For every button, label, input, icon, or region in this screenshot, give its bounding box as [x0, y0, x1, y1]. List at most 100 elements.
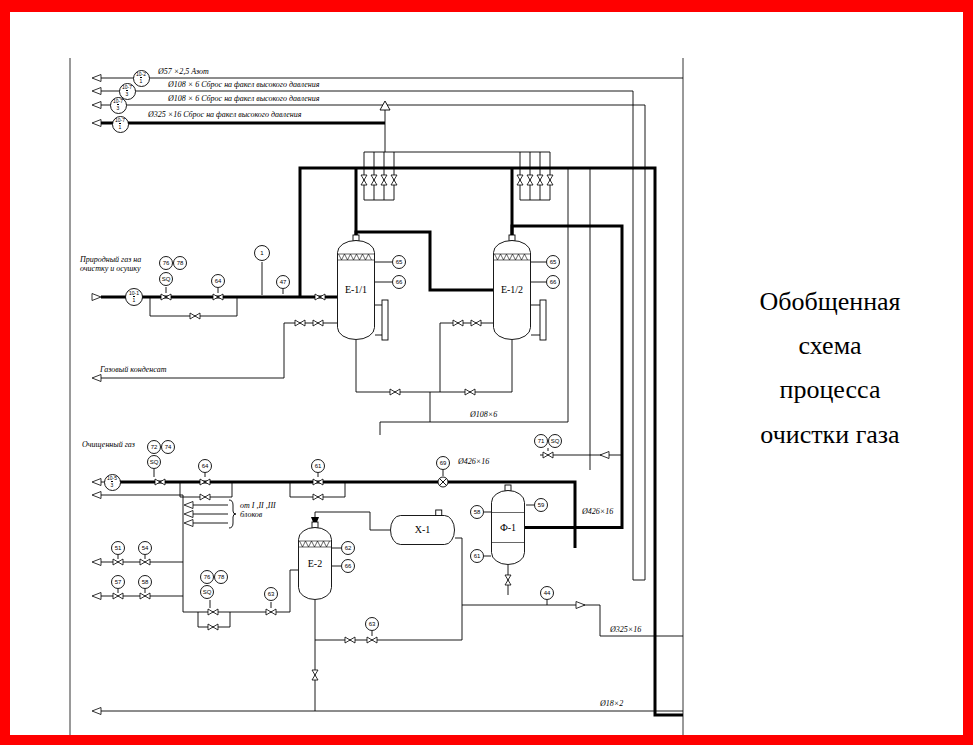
pipe-connector — [356, 232, 493, 290]
valve-symbol — [345, 637, 355, 643]
pipe-line — [154, 469, 443, 477]
valve-symbol — [313, 494, 323, 500]
node-outline — [139, 576, 152, 589]
node-outline — [110, 97, 126, 113]
node-outline — [112, 116, 128, 132]
valve-symbol — [208, 624, 218, 630]
valve-symbol — [140, 593, 150, 599]
callout-number: 63 — [369, 621, 376, 627]
node-outline — [112, 576, 125, 589]
arrow-head — [184, 502, 193, 509]
node-outline — [112, 576, 125, 589]
pipe-line — [97, 78, 683, 580]
pipe-line — [150, 297, 237, 316]
equipment-tag: Х-1 — [415, 525, 431, 535]
pipe-label: Газовый конденсат — [100, 366, 166, 375]
callout-number: 66 — [345, 563, 352, 569]
callout-number: 65 — [550, 259, 557, 265]
instrument-bubble: SQ — [159, 272, 173, 286]
main-pipe — [100, 123, 683, 715]
arrow-head — [600, 452, 609, 459]
line-tag: 10-73 — [110, 97, 127, 114]
line-tag: 10-73 — [119, 83, 136, 100]
callout-number: 66 — [396, 279, 403, 285]
node-outline — [549, 435, 562, 448]
instrument-bubble: 64 — [211, 274, 225, 288]
node-outline — [547, 256, 560, 269]
instrument-bubble: 65 — [392, 255, 406, 269]
valve-symbol — [266, 609, 276, 615]
arrow-head — [184, 520, 193, 527]
valve-symbol — [547, 175, 553, 185]
instrument-bubble: 51 — [111, 541, 125, 555]
node-outline — [299, 541, 331, 547]
node-outline — [547, 276, 560, 289]
valve-symbol — [113, 175, 553, 680]
node-outline — [494, 241, 531, 340]
node-outline — [119, 83, 135, 99]
instrument-bubble: 54 — [138, 541, 152, 555]
valve-symbol — [200, 479, 210, 485]
node-outline — [393, 256, 406, 269]
node-outline — [342, 560, 355, 573]
node-outline — [437, 457, 450, 470]
pipe-label: Ø325 ×16 Сброс на факел высокого давлени… — [148, 111, 301, 120]
vessel-symbol: Е-1/2 — [493, 240, 531, 340]
node-outline — [162, 441, 175, 454]
node-outline — [148, 456, 161, 469]
node-outline — [215, 571, 228, 584]
valve-symbol — [161, 294, 171, 300]
callout-number: 76 — [204, 574, 211, 580]
node-outline — [255, 246, 270, 261]
valve-symbol — [208, 609, 218, 615]
valve-symbol — [113, 559, 123, 565]
node-outline — [160, 257, 173, 270]
node-outline — [492, 513, 524, 543]
node-outline — [174, 257, 187, 270]
callout-number: 57 — [115, 579, 122, 585]
slide-title: Обобщенная схема процесса очистки газа — [745, 280, 915, 457]
valve-symbol — [543, 452, 553, 458]
node-outline — [547, 276, 560, 289]
valve-symbol — [465, 389, 475, 395]
pipe-label: Ø325×16 — [610, 626, 641, 635]
line-tag: 10-11 — [125, 288, 143, 306]
node-outline — [541, 587, 554, 600]
callout-number: 61 — [474, 553, 481, 559]
instrument-bubble: SQ — [548, 434, 562, 448]
pipe-line — [356, 323, 512, 422]
node-outline — [471, 550, 484, 563]
instrument-bubble: 72 — [147, 440, 161, 454]
valve-symbol — [213, 294, 223, 300]
node-outline — [494, 235, 531, 340]
node-outline — [126, 289, 143, 306]
arrow-head — [92, 479, 101, 486]
node-outline — [338, 235, 375, 340]
callout-number: 44 — [544, 590, 551, 596]
node-outline — [547, 256, 560, 269]
node-outline — [126, 289, 143, 306]
pipe-label: Ø426×16 — [582, 508, 613, 517]
gauge-glass — [382, 300, 388, 340]
node-outline — [110, 97, 126, 113]
node-outline — [148, 441, 161, 454]
flow-element — [438, 477, 448, 487]
instrument-bubble: 66 — [546, 275, 560, 289]
pipe-line — [380, 168, 590, 470]
pipe-line — [97, 711, 683, 712]
arrow-head — [92, 708, 101, 715]
pipe-label: Ø108 × 6 Сброс на факел высокого давлени… — [168, 81, 319, 90]
valve-symbol — [200, 494, 210, 500]
callout-number: 63 — [268, 591, 275, 597]
callout-number: 47 — [280, 279, 287, 285]
node-outline — [393, 256, 406, 269]
callout-number: SQ — [203, 589, 212, 595]
node-outline — [139, 542, 152, 555]
instrument-bubble: 71 — [534, 434, 548, 448]
callout-number: 69 — [440, 460, 447, 466]
node-outline — [112, 542, 125, 555]
heat-exchanger: Х-1 — [390, 515, 455, 545]
instrument-bubble: 59 — [534, 498, 548, 512]
main-pipe — [100, 122, 385, 125]
valve-symbol — [371, 175, 377, 185]
